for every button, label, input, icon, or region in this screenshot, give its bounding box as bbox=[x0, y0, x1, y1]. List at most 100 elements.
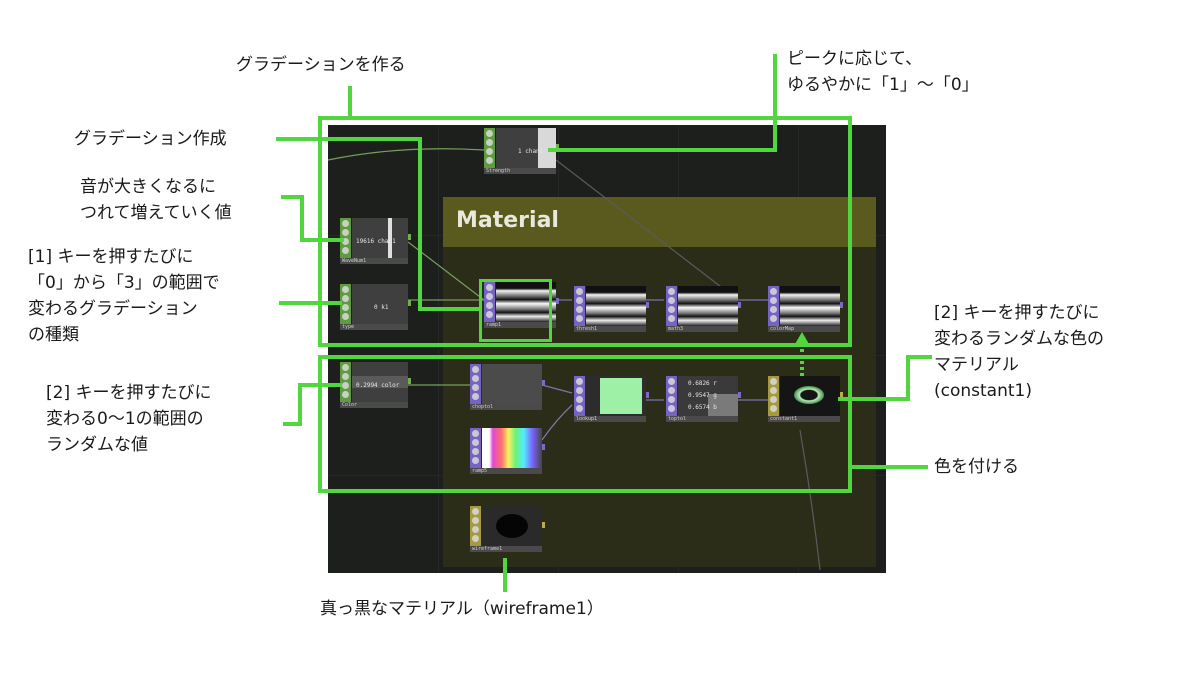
callout-line: マテリアル bbox=[934, 355, 1019, 375]
callout-create-gradient: グラデーション作成 bbox=[74, 129, 227, 149]
node-flag-strip[interactable] bbox=[484, 282, 495, 322]
node-value: 19616 chan1 bbox=[356, 238, 396, 245]
node-color[interactable]: 0.2994 color Color bbox=[340, 362, 411, 408]
callout-line: 音が大きくなるに bbox=[80, 177, 216, 197]
node-label: Strength bbox=[484, 168, 556, 174]
node-colormap[interactable]: colorMap bbox=[768, 286, 843, 332]
connector-mat-h2 bbox=[906, 355, 932, 359]
callout-line: [2] キーを押すたびに bbox=[46, 383, 212, 403]
connector-make-gradient bbox=[348, 86, 352, 118]
connector-peak-h bbox=[548, 148, 777, 152]
node-strength[interactable]: 1 chan1 Strength bbox=[484, 128, 559, 174]
output-port[interactable] bbox=[840, 392, 843, 398]
wire bbox=[541, 384, 573, 394]
node-value-r: 0.6826 r bbox=[688, 380, 717, 387]
output-port[interactable] bbox=[408, 234, 411, 240]
node-flag-strip[interactable] bbox=[470, 506, 481, 546]
callout-line: ピークに応じて、 bbox=[787, 49, 923, 69]
output-port[interactable] bbox=[840, 302, 843, 308]
node-flag-strip[interactable] bbox=[470, 428, 481, 468]
node-flag-strip[interactable] bbox=[666, 286, 677, 326]
callout-line: 変わるランダムな色の bbox=[934, 329, 1104, 349]
node-lookup1[interactable]: lookup1 bbox=[574, 376, 649, 422]
node-wavenum[interactable]: 19616 chan1 WaveNum1 bbox=[340, 218, 411, 264]
callout-line: 変わるグラデーション bbox=[28, 299, 198, 319]
node-flag-strip[interactable] bbox=[340, 218, 351, 258]
node-flag-strip[interactable] bbox=[340, 284, 351, 324]
output-port[interactable] bbox=[542, 444, 545, 450]
callout-line: (constant1) bbox=[934, 381, 1032, 401]
wire bbox=[555, 159, 739, 301]
node-flag-strip[interactable] bbox=[768, 376, 779, 416]
node-viewer bbox=[482, 506, 542, 546]
output-port[interactable] bbox=[408, 300, 411, 306]
node-flag-strip[interactable] bbox=[768, 286, 779, 326]
node-choptol[interactable]: choptol bbox=[470, 364, 545, 410]
ramp-preview bbox=[678, 286, 738, 326]
connector-sound-v bbox=[300, 195, 304, 242]
node-flag-strip[interactable] bbox=[574, 286, 585, 326]
node-label: ramp5 bbox=[470, 468, 542, 474]
output-port[interactable] bbox=[646, 302, 649, 308]
node-value: 0 k1 bbox=[374, 304, 389, 311]
output-port[interactable] bbox=[646, 392, 649, 398]
node-thresh1[interactable]: thresh1 bbox=[574, 286, 649, 332]
callout-line: の種類 bbox=[28, 325, 79, 345]
connector-key2 bbox=[283, 422, 302, 426]
node-ramp5[interactable]: ramp5 bbox=[470, 428, 545, 474]
node-flag-strip[interactable] bbox=[574, 376, 585, 416]
node-ramp1[interactable]: ramp1 bbox=[484, 282, 559, 328]
node-flag-strip[interactable] bbox=[470, 364, 481, 404]
output-port[interactable] bbox=[556, 144, 559, 150]
callout-black-material: 真っ黒なマテリアル（wireframe1） bbox=[320, 599, 604, 619]
output-port[interactable] bbox=[556, 298, 559, 304]
wire bbox=[799, 429, 821, 571]
node-viewer bbox=[586, 286, 646, 326]
node-toptol[interactable]: 0.6826 r 0.9547 g 0.6574 b toptol bbox=[666, 376, 741, 422]
connector-create-v bbox=[418, 137, 422, 311]
callout-key2-random: [2] キーを押すたびに 変わる0〜1の範囲の ランダムな値 bbox=[46, 380, 211, 458]
connector-wireframe bbox=[503, 558, 507, 592]
node-constant1[interactable]: constant1 bbox=[768, 376, 843, 422]
connector-peak bbox=[773, 54, 777, 152]
node-label: constant1 bbox=[768, 416, 840, 422]
wire bbox=[327, 148, 485, 161]
output-port[interactable] bbox=[542, 522, 545, 528]
node-flag-strip[interactable] bbox=[484, 128, 495, 168]
callout-line: ゆるやかに「1」〜「0」 bbox=[787, 75, 979, 95]
output-port[interactable] bbox=[542, 380, 545, 386]
node-wireframe1[interactable]: wireframe1 bbox=[470, 506, 545, 552]
connector-create-h2 bbox=[418, 307, 482, 311]
node-label: thresh1 bbox=[574, 326, 646, 332]
wire bbox=[541, 404, 573, 441]
node-viewer: 0 k1 bbox=[352, 284, 408, 324]
node-value: 0.2994 color bbox=[356, 382, 400, 389]
node-type[interactable]: 0 k1 type bbox=[340, 284, 411, 330]
node-viewer bbox=[496, 282, 556, 322]
callout-make-gradient: グラデーションを作る bbox=[236, 55, 406, 75]
material-title: Material bbox=[456, 208, 559, 233]
connector-key1 bbox=[279, 301, 342, 305]
connector-key2-v bbox=[298, 383, 302, 426]
callout-peak: ピークに応じて、 ゆるやかに「1」〜「0」 bbox=[787, 46, 979, 98]
connector-sound-h2 bbox=[300, 238, 344, 242]
callout-apply-color: 色を付ける bbox=[934, 457, 1019, 477]
node-viewer: 19616 chan1 bbox=[352, 218, 408, 258]
callout-key2-material: [2] キーを押すたびに 変わるランダムな色の マテリアル (constant1… bbox=[934, 300, 1104, 404]
output-port[interactable] bbox=[738, 302, 741, 308]
node-label: type bbox=[340, 324, 408, 330]
connector-apply bbox=[852, 465, 928, 469]
node-flag-strip[interactable] bbox=[666, 376, 677, 416]
callout-line: 「0」から「3」の範囲で bbox=[28, 273, 220, 293]
node-flag-strip[interactable] bbox=[340, 362, 351, 402]
node-value-b: 0.6574 b bbox=[688, 404, 717, 411]
node-math3[interactable]: math3 bbox=[666, 286, 741, 332]
node-label: ramp1 bbox=[484, 322, 556, 328]
callout-line: ランダムな値 bbox=[46, 435, 148, 455]
node-value-g: 0.9547 g bbox=[688, 392, 717, 399]
node-label: toptol bbox=[666, 416, 738, 422]
grid-line bbox=[438, 125, 439, 573]
output-port[interactable] bbox=[738, 392, 741, 398]
node-viewer bbox=[780, 376, 840, 416]
output-port[interactable] bbox=[408, 378, 411, 384]
